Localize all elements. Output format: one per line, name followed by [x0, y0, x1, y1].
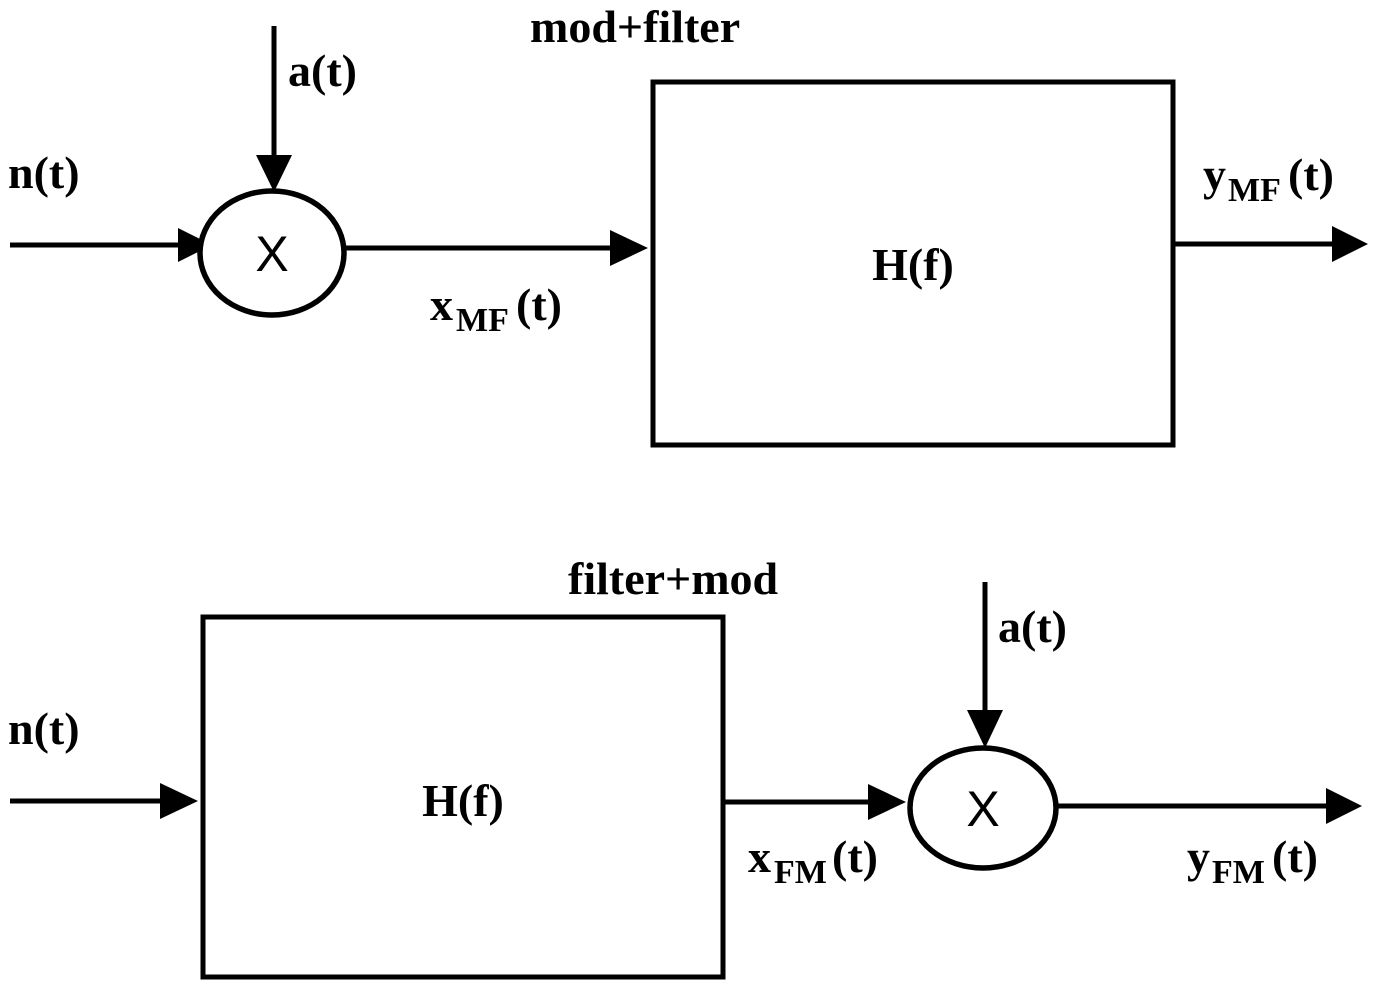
- diagram-mod-filter: mod+filter n(t) a(t) X x MF (t): [8, 1, 1368, 448]
- output-label-ymf-base: y: [1203, 149, 1226, 200]
- output-label-ymf-tail: (t): [1288, 149, 1334, 200]
- intermediate-label-xmf-subscript: MF: [456, 302, 509, 339]
- multiplier-node-top: [197, 188, 347, 318]
- arrowhead-output-bottom: [1326, 788, 1362, 824]
- output-label-yfm-tail: (t): [1272, 831, 1318, 882]
- filter-block-bottom: [200, 614, 726, 980]
- input-label-nt-bottom: n(t): [8, 703, 80, 754]
- intermediate-label-xfm-tail: (t): [832, 831, 878, 882]
- arrowhead-carrier-bottom: [967, 710, 1003, 748]
- carrier-label-at-top: a(t): [288, 45, 357, 96]
- output-label-ymf: y MF (t): [1203, 149, 1334, 209]
- intermediate-label-xfm-base: x: [748, 831, 771, 882]
- multiplier-symbol-bottom: X: [966, 781, 999, 837]
- arrowhead-output-top: [1332, 226, 1368, 262]
- intermediate-label-xmf-tail: (t): [516, 279, 562, 330]
- intermediate-label-xmf-base: x: [430, 279, 453, 330]
- filter-block-top: [650, 79, 1176, 448]
- input-label-nt-top: n(t): [8, 147, 80, 198]
- filter-block-label-bottom: H(f): [422, 775, 504, 826]
- carrier-label-at-bottom: a(t): [998, 601, 1067, 652]
- output-label-yfm: y FM (t): [1187, 831, 1318, 891]
- filter-block-label-top: H(f): [872, 239, 954, 290]
- arrowhead-input-top: [178, 228, 212, 262]
- diagram-title-filter-mod: filter+mod: [568, 553, 779, 604]
- intermediate-label-xfm: x FM (t): [748, 831, 878, 891]
- output-label-yfm-subscript: FM: [1212, 854, 1265, 891]
- arrowhead-filter-input-top: [610, 230, 648, 266]
- arrowhead-multiplier-input-bottom: [868, 784, 906, 820]
- multiplier-symbol-top: X: [255, 226, 288, 282]
- output-label-yfm-base: y: [1187, 831, 1210, 882]
- diagram-filter-mod: filter+mod n(t) H(f) x FM (t) a(t): [8, 553, 1362, 980]
- intermediate-label-xfm-subscript: FM: [774, 854, 827, 891]
- arrowhead-input-bottom: [160, 783, 198, 819]
- arrowhead-carrier-top: [256, 155, 292, 192]
- diagram-title-mod-filter: mod+filter: [530, 1, 740, 52]
- intermediate-label-xmf: x MF (t): [430, 279, 562, 339]
- output-label-ymf-subscript: MF: [1228, 172, 1281, 209]
